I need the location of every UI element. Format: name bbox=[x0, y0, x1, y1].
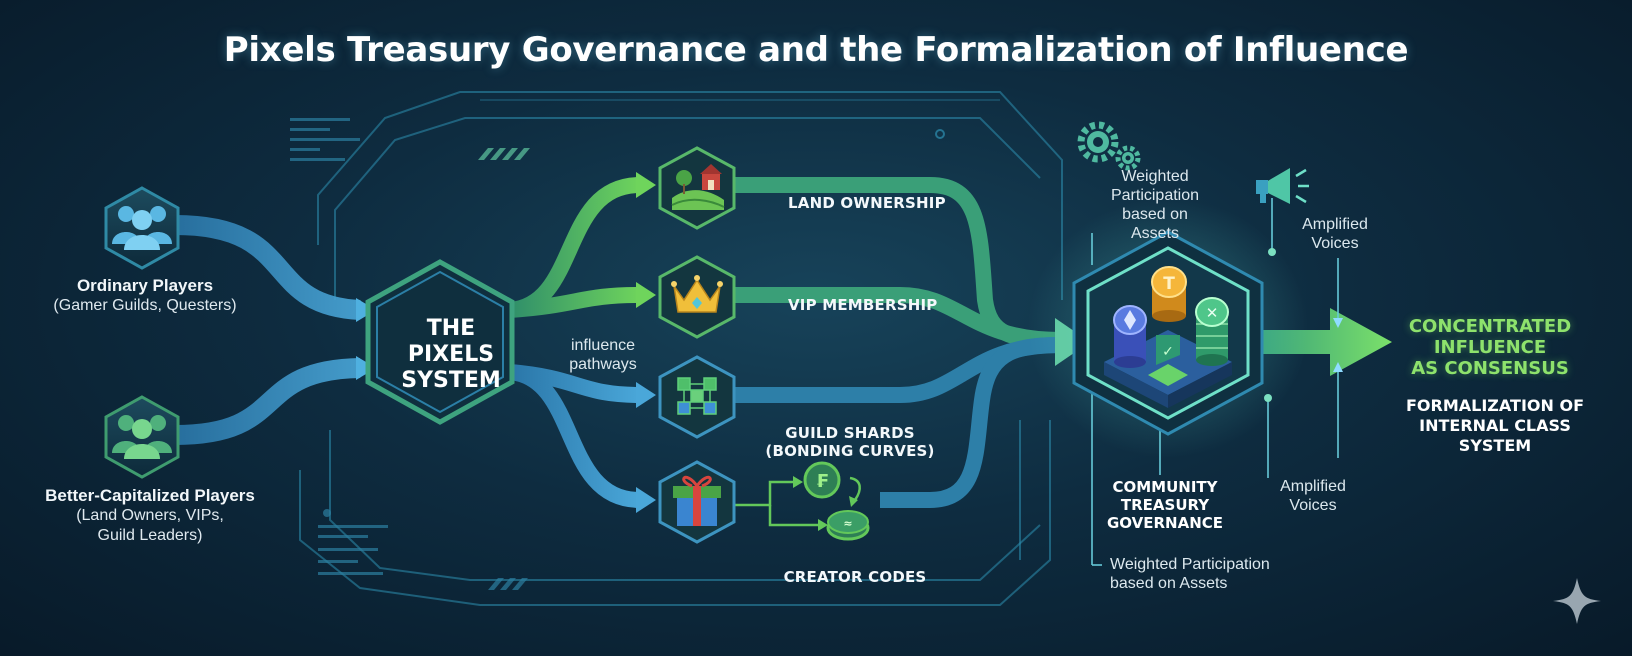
creator-coin-top: ₣ bbox=[805, 463, 839, 497]
weighted-participation-top: Weighted Participation based on Assets bbox=[1090, 168, 1220, 244]
amplified-top-line-2: Voices bbox=[1280, 235, 1390, 254]
weighted-top-line-2: Participation bbox=[1090, 187, 1220, 206]
ordinary-players-sub: (Gamer Guilds, Questers) bbox=[25, 296, 265, 315]
svg-text:✓: ✓ bbox=[1162, 344, 1174, 360]
pixels-system-line-2: PIXELS bbox=[367, 342, 535, 368]
weighted-top-line-4: Assets bbox=[1090, 225, 1220, 244]
amplified-bottom-line-1: Amplified bbox=[1258, 478, 1368, 497]
concentrated-influence-label: CONCENTRATED INFLUENCE AS CONSENSUS bbox=[1390, 316, 1590, 379]
pixels-system-line-1: THE bbox=[367, 316, 535, 342]
svg-text:≈: ≈ bbox=[843, 517, 852, 530]
weighted-top-line-3: based on bbox=[1090, 206, 1220, 225]
ordinary-players-hex bbox=[106, 188, 178, 268]
formalization-label: FORMALIZATION OF INTERNAL CLASS SYSTEM bbox=[1385, 396, 1605, 456]
community-line-2: TREASURY bbox=[1095, 496, 1235, 514]
community-line-3: GOVERNANCE bbox=[1095, 514, 1235, 532]
guild-shards-line-1: GUILD SHARDS bbox=[760, 424, 940, 442]
sparkle-icon bbox=[1553, 578, 1601, 624]
influence-pathways-line-2: pathways bbox=[548, 356, 658, 375]
weighted-bottom-line-1: Weighted Participation bbox=[1110, 556, 1310, 575]
influence-pathways-line-1: influence bbox=[548, 337, 658, 356]
guild-shards-label: GUILD SHARDS (BONDING CURVES) bbox=[760, 424, 940, 460]
ordinary-players-title: Ordinary Players bbox=[25, 276, 265, 296]
shards-hex bbox=[660, 357, 734, 437]
network-cubes-icon bbox=[678, 378, 716, 414]
community-treasury-label: COMMUNITY TREASURY GOVERNANCE bbox=[1095, 478, 1235, 532]
better-players-sub-1: (Land Owners, VIPs, bbox=[15, 506, 285, 525]
pixels-system-label: THE PIXELS SYSTEM bbox=[367, 316, 535, 394]
land-ownership-label: LAND OWNERSHIP bbox=[788, 194, 968, 212]
concentrated-line-3: AS CONSENSUS bbox=[1390, 358, 1590, 379]
svg-text:✕: ✕ bbox=[1206, 304, 1219, 322]
better-players-sub-2: Guild Leaders) bbox=[15, 526, 285, 545]
pixels-system-line-3: SYSTEM bbox=[367, 368, 535, 394]
better-players-title: Better-Capitalized Players bbox=[15, 486, 285, 506]
formalization-line-2: INTERNAL CLASS SYSTEM bbox=[1385, 416, 1605, 456]
ordinary-players-label: Ordinary Players (Gamer Guilds, Questers… bbox=[25, 276, 265, 316]
svg-text:₣: ₣ bbox=[816, 471, 829, 492]
player-flows bbox=[175, 225, 360, 435]
page-title: Pixels Treasury Governance and the Forma… bbox=[0, 30, 1632, 70]
formalization-line-1: FORMALIZATION OF bbox=[1385, 396, 1605, 416]
svg-text:T: T bbox=[1163, 274, 1175, 294]
amplified-voices-top: Amplified Voices bbox=[1280, 216, 1390, 254]
better-players-hex bbox=[106, 397, 178, 477]
creator-codes-label: CREATOR CODES bbox=[770, 568, 940, 586]
amplified-voices-bottom: Amplified Voices bbox=[1258, 478, 1368, 516]
community-line-1: COMMUNITY bbox=[1095, 478, 1235, 496]
megaphone-icon bbox=[1256, 168, 1309, 204]
concentrated-line-1: CONCENTRATED bbox=[1390, 316, 1590, 337]
amplified-top-line-1: Amplified bbox=[1280, 216, 1390, 235]
weighted-participation-bottom: Weighted Participation based on Assets bbox=[1110, 556, 1310, 594]
guild-shards-line-2: (BONDING CURVES) bbox=[760, 442, 940, 460]
weighted-top-line-1: Weighted bbox=[1090, 168, 1220, 187]
amplified-bottom-line-2: Voices bbox=[1258, 497, 1368, 516]
concentrated-line-2: INFLUENCE bbox=[1390, 337, 1590, 358]
creator-coin-bottom: ≈ bbox=[828, 511, 868, 539]
influence-pathways-label: influence pathways bbox=[548, 337, 658, 375]
land-hex bbox=[660, 148, 734, 228]
better-players-label: Better-Capitalized Players (Land Owners,… bbox=[15, 486, 285, 545]
creator-hex bbox=[660, 462, 734, 542]
vip-hex bbox=[660, 257, 734, 337]
vip-membership-label: VIP MEMBERSHIP bbox=[788, 296, 968, 314]
gear-icon bbox=[1081, 125, 1138, 168]
weighted-bottom-line-2: based on Assets bbox=[1110, 575, 1310, 594]
